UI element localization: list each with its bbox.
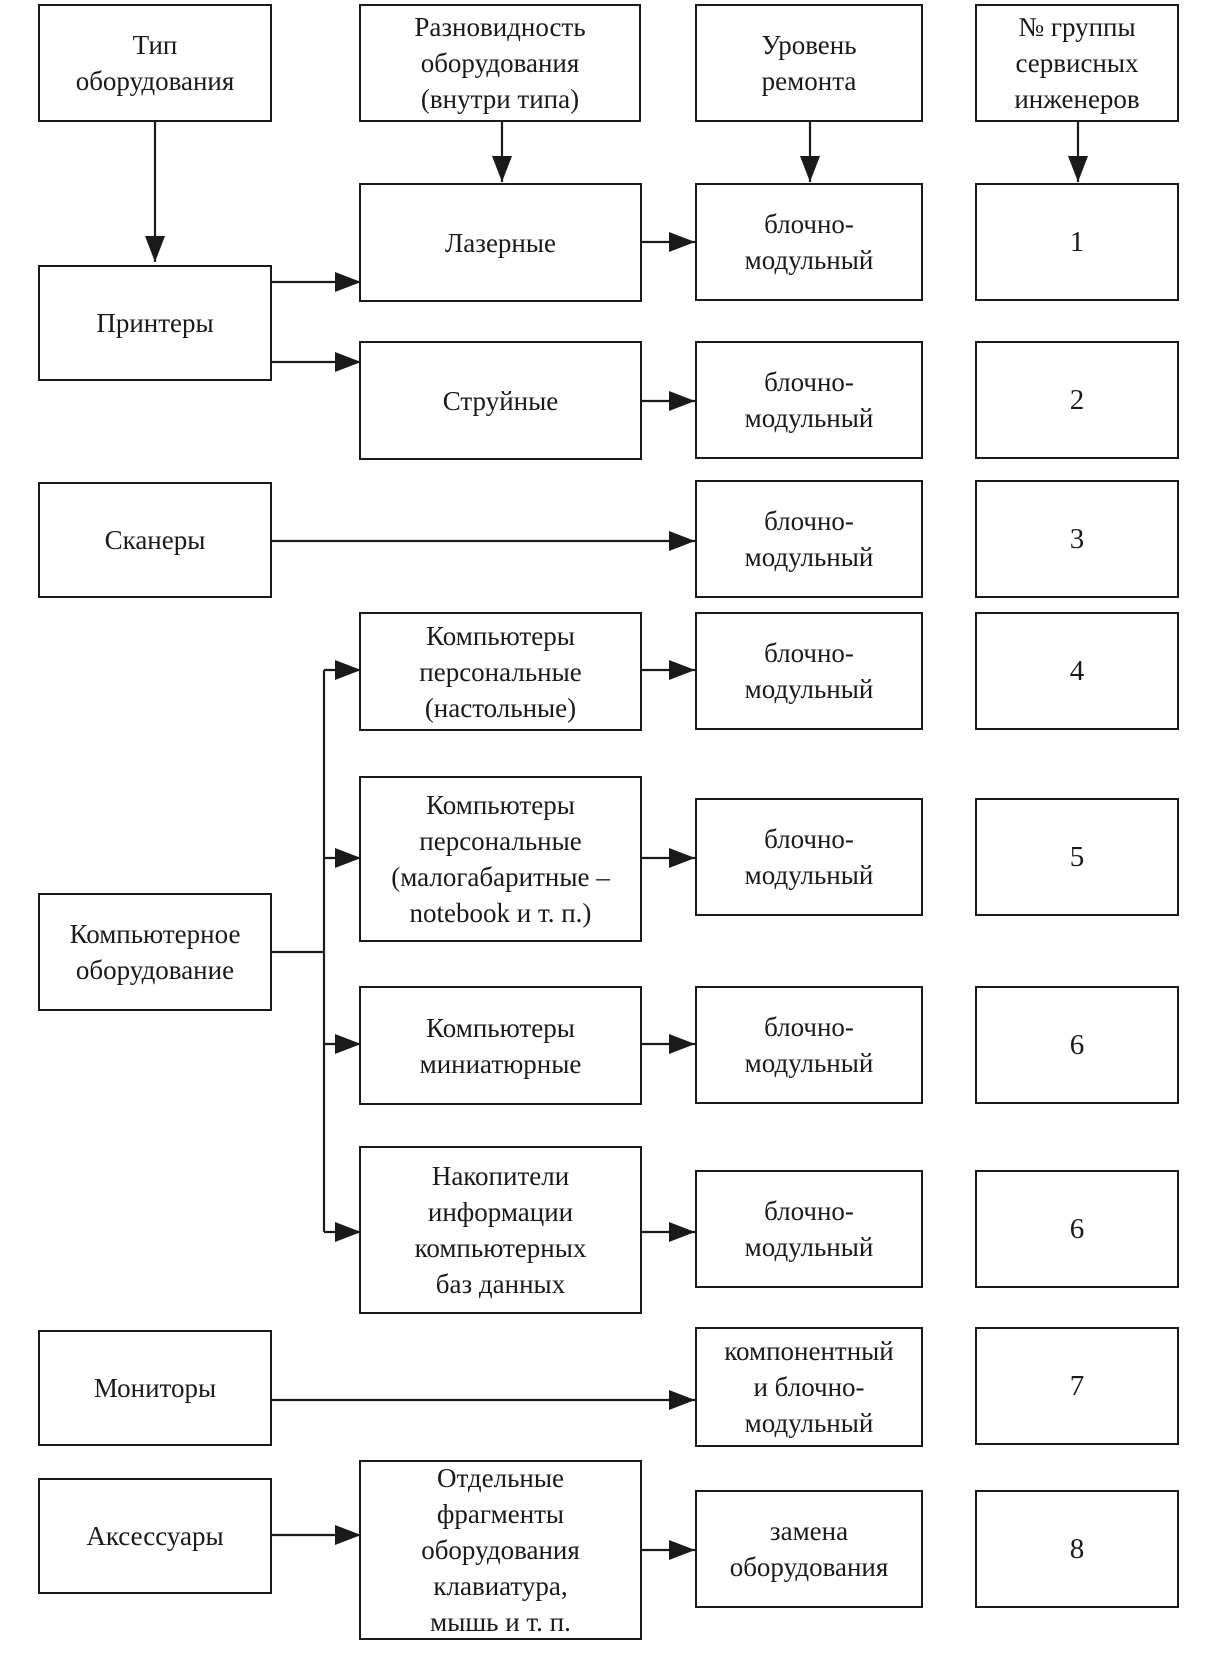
group-number: 6	[975, 1170, 1179, 1288]
level-pc-desktop: блочно- модульный	[695, 612, 923, 730]
group-number: 8	[975, 1490, 1179, 1608]
variety-pc-desktop: Компьютеры персональные (настольные)	[359, 612, 642, 731]
group-number: 5	[975, 798, 1179, 916]
header-variety: Разновидность оборудования (внутри типа)	[359, 4, 641, 122]
level-monitors: компонентный и блочно- модульный	[695, 1327, 923, 1447]
group-number: 3	[975, 480, 1179, 598]
variety-storage: Накопители информации компьютерных баз д…	[359, 1146, 642, 1314]
variety-pc-compact: Компьютеры персональные (малогабаритные …	[359, 776, 642, 942]
type-accessories: Аксессуары	[38, 1478, 272, 1594]
group-number: 1	[975, 183, 1179, 301]
level-mini: блочно- модульный	[695, 986, 923, 1104]
variety-inkjet: Струйные	[359, 341, 642, 460]
type-monitors: Мониторы	[38, 1330, 272, 1446]
type-computer-equipment: Компьютерное оборудование	[38, 893, 272, 1011]
group-number: 4	[975, 612, 1179, 730]
level-storage: блочно- модульный	[695, 1170, 923, 1288]
header-repair-level: Уровень ремонта	[695, 4, 923, 122]
level-scanners: блочно- модульный	[695, 480, 923, 598]
level-laser: блочно- модульный	[695, 183, 923, 301]
type-scanners: Сканеры	[38, 482, 272, 598]
level-pc-compact: блочно- модульный	[695, 798, 923, 916]
variety-accessory-parts: Отдельные фрагменты оборудования клавиат…	[359, 1460, 642, 1640]
level-accessories: замена оборудования	[695, 1490, 923, 1608]
group-number: 6	[975, 986, 1179, 1104]
header-type: Тип оборудования	[38, 4, 272, 122]
type-printers: Принтеры	[38, 265, 272, 381]
group-number: 7	[975, 1327, 1179, 1445]
group-number: 2	[975, 341, 1179, 459]
variety-mini: Компьютеры миниатюрные	[359, 986, 642, 1105]
variety-laser: Лазерные	[359, 183, 642, 302]
level-inkjet: блочно- модульный	[695, 341, 923, 459]
header-group-no: № группы сервисных инженеров	[975, 4, 1179, 122]
